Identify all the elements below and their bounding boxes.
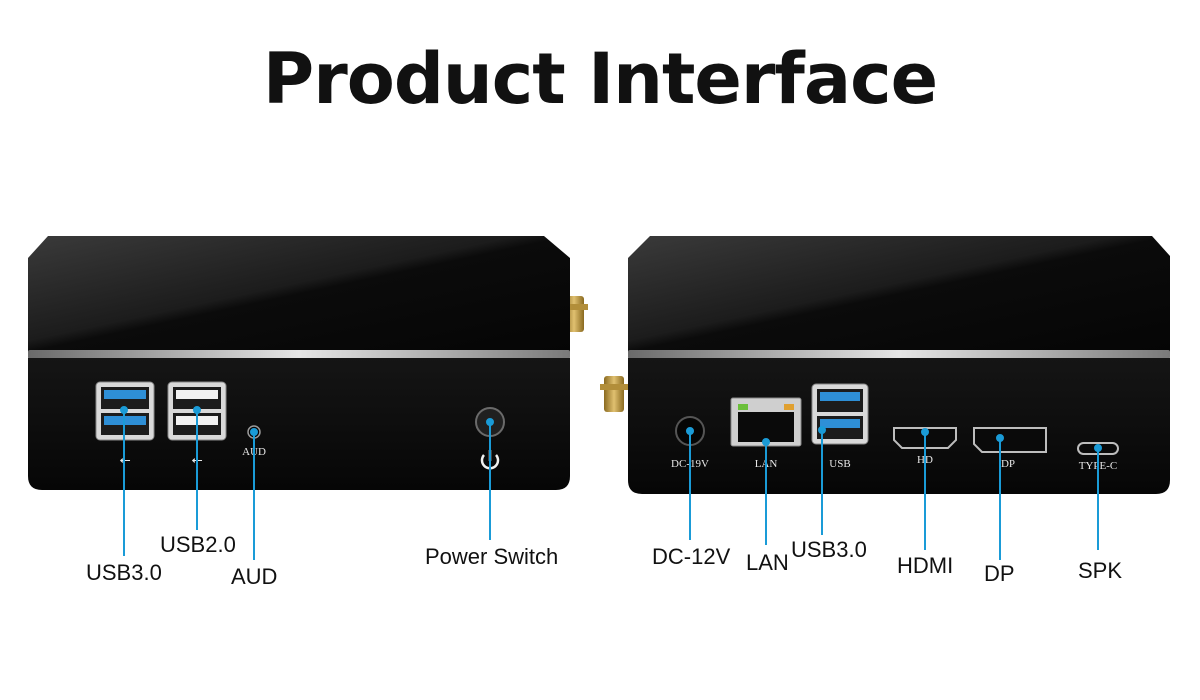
page-title: Product Interface [262, 38, 938, 120]
right-callout-lines [686, 426, 1102, 560]
callout-dc: DC-12V [652, 544, 731, 569]
callout-spk: SPK [1078, 558, 1123, 583]
callout-usb3-right: USB3.0 [791, 537, 867, 562]
usb-port-label: USB [829, 458, 850, 470]
case-rim [28, 350, 570, 359]
case-front [628, 358, 1170, 494]
callout-power-switch: Power Switch [425, 544, 559, 569]
usb3-port-stack [811, 383, 869, 445]
callout-usb2: USB2.0 [160, 532, 236, 557]
left-callout-lines [120, 406, 494, 560]
callout-lan: LAN [746, 550, 789, 575]
callout-aud: AUD [231, 564, 278, 589]
displayport-port [973, 427, 1047, 453]
callout-dp: DP [984, 561, 1015, 586]
callout-usb3: USB3.0 [86, 560, 162, 585]
antenna-connector [600, 376, 628, 412]
dp-port-label: DP [1001, 458, 1015, 470]
case-top [28, 236, 570, 352]
callout-hdmi: HDMI [897, 553, 954, 578]
case-front [28, 358, 570, 490]
right-mini-pc: DC-19V LAN USB HD DP TYPE-C [600, 236, 1170, 560]
case-top [628, 236, 1170, 352]
lan-port [730, 397, 802, 447]
case-rim [628, 350, 1170, 359]
left-mini-pc: ⭠ ⭠ AUD [28, 236, 588, 560]
